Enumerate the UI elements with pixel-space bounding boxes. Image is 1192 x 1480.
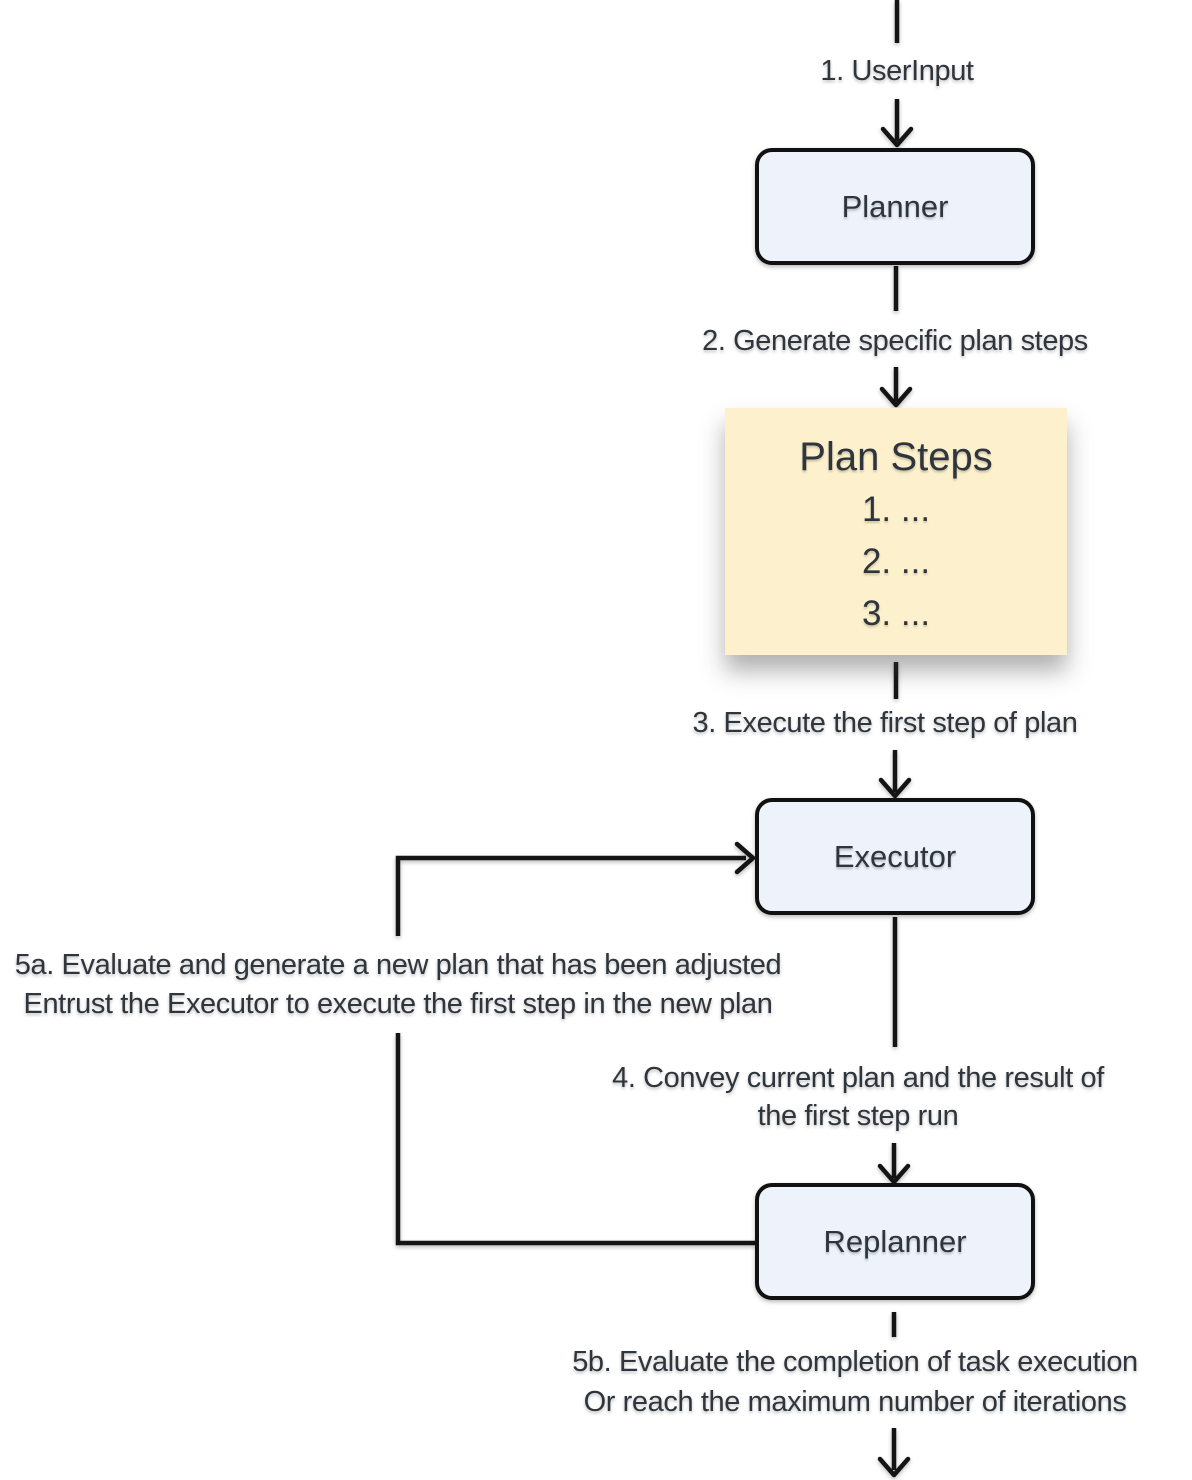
- edge-label-step3-execute-first-step: 3. Execute the first step of plan: [692, 707, 1078, 739]
- plan-step-item: 3. ...: [861, 594, 931, 633]
- edge-label-step4-convey-line2: the first step run: [757, 1100, 959, 1132]
- edge-label-step2-generate-plan: 2. Generate specific plan steps: [702, 325, 1088, 357]
- planner-node: Planner: [755, 148, 1035, 265]
- edge-executor-to-replanner: [877, 917, 911, 1185]
- edge-label-step5b-finish-line1: 5b. Evaluate the completion of task exec…: [572, 1346, 1138, 1378]
- planner-node-label: Planner: [841, 188, 949, 224]
- executor-node: Executor: [755, 798, 1035, 915]
- executor-node-label: Executor: [833, 838, 957, 874]
- edge-plansteps-to-executor: [878, 662, 912, 799]
- plan-step-item: 1. ...: [861, 490, 931, 529]
- replanner-node: Replanner: [755, 1183, 1035, 1300]
- plan-steps-title: Plan Steps: [799, 435, 993, 479]
- edge-label-step5a-replan-line1: 5a. Evaluate and generate a new plan tha…: [14, 949, 782, 981]
- plan-steps-box: Plan Steps 1. ... 2. ... 3. ...: [725, 408, 1067, 655]
- edge-planner-to-plansteps: [879, 266, 913, 408]
- edge-replanner-to-end: [877, 1312, 911, 1478]
- edge-label-step5b-finish-line2: Or reach the maximum number of iteration…: [583, 1386, 1127, 1418]
- edge-label-step1-userinput: 1. UserInput: [820, 55, 974, 87]
- edge-label-step4-convey-line1: 4. Convey current plan and the result of: [612, 1062, 1104, 1094]
- edge-replanner-loop-to-executor: [395, 841, 757, 1246]
- edge-label-step5a-replan-line2: Entrust the Executor to execute the firs…: [23, 988, 773, 1020]
- replanner-node-label: Replanner: [823, 1223, 967, 1259]
- edge-userinput-to-planner: [880, 0, 914, 148]
- plan-step-item: 2. ...: [861, 542, 931, 581]
